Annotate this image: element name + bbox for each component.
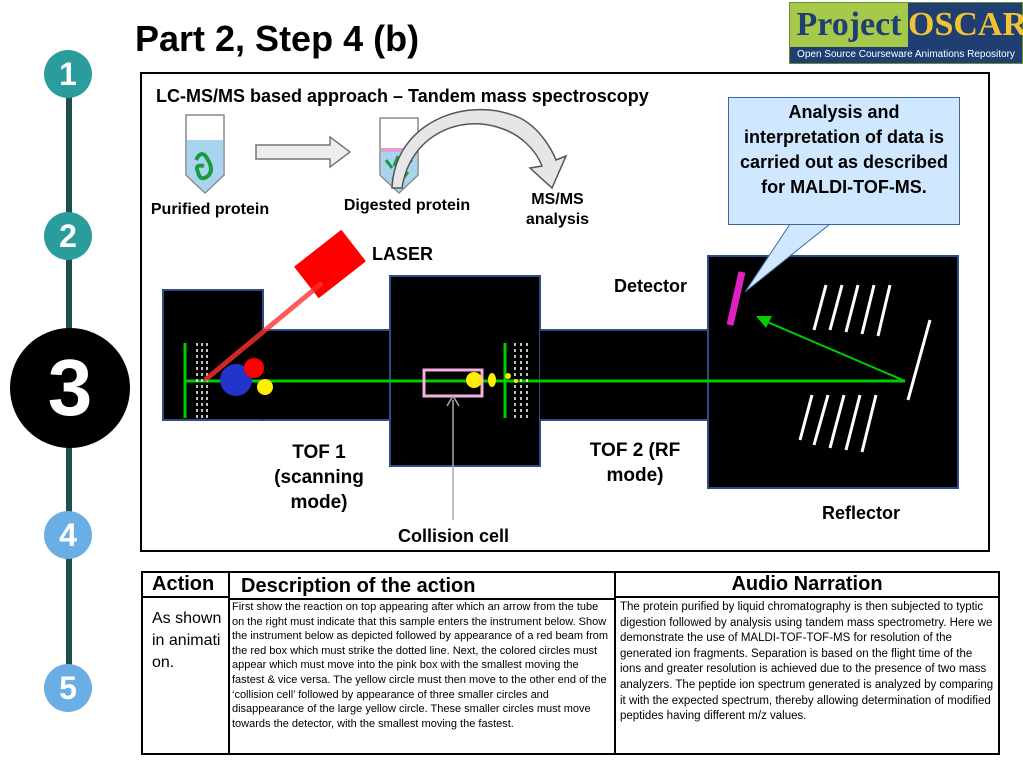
purified-protein-tube bbox=[185, 114, 225, 195]
logo-tagline: Open Source Courseware Animations Reposi… bbox=[790, 47, 1022, 63]
tof2-label: TOF 2 (RF mode) bbox=[589, 440, 681, 486]
curved-arrow bbox=[391, 108, 568, 190]
col-divider-2 bbox=[614, 571, 616, 755]
msms-analysis-label: MS/MS analysis bbox=[525, 191, 590, 228]
step-4-badge[interactable]: 4 bbox=[44, 511, 92, 559]
description-text: First show the reaction on top appearing… bbox=[232, 601, 609, 730]
tof1-label: TOF 1 (scanning mode) bbox=[274, 442, 364, 513]
action-text: As shown in animation. bbox=[152, 610, 222, 671]
narration-text: The protein purified by liquid chromatog… bbox=[620, 601, 994, 723]
purified-protein-label: Purified protein bbox=[150, 201, 270, 218]
logo-word-oscar: OSCAR bbox=[908, 3, 1023, 47]
reflected-path bbox=[757, 317, 906, 382]
step-1-badge[interactable]: 1 bbox=[44, 50, 92, 98]
reflector-plates bbox=[798, 284, 932, 453]
yellow-ion bbox=[257, 379, 273, 395]
diagram-frame bbox=[140, 72, 990, 552]
action-header: Action bbox=[152, 573, 215, 595]
reflector-label: Reflector bbox=[822, 503, 901, 523]
narration-header: Audio Narration bbox=[731, 573, 883, 595]
collision-cell-label: Collision cell bbox=[398, 526, 510, 546]
project-oscar-logo: Project OSCAR Open Source Courseware Ani… bbox=[789, 2, 1023, 64]
blue-ion bbox=[220, 364, 252, 396]
laser-label: LASER bbox=[372, 244, 434, 264]
step-5-badge[interactable]: 5 bbox=[44, 664, 92, 712]
detector-label: Detector bbox=[614, 276, 688, 296]
red-ion bbox=[244, 358, 264, 378]
right-arrow bbox=[255, 135, 352, 169]
page-title: Part 2, Step 4 (b) bbox=[135, 18, 420, 59]
diagram-heading: LC-MS/MS based approach – Tandem mass sp… bbox=[156, 86, 649, 106]
storyboard-table bbox=[141, 571, 1000, 755]
detector-plate bbox=[726, 271, 746, 326]
step-3-badge-current[interactable]: 3 bbox=[10, 328, 130, 448]
col-divider-1 bbox=[228, 571, 230, 755]
description-header: Description of the action bbox=[241, 575, 476, 597]
digested-protein-label: Digested protein bbox=[343, 197, 471, 214]
laser-source bbox=[203, 229, 366, 382]
step-2-badge[interactable]: 2 bbox=[44, 212, 92, 260]
analysis-callout: Analysis and interpretation of data is c… bbox=[728, 97, 960, 225]
logo-word-project: Project bbox=[790, 3, 908, 47]
